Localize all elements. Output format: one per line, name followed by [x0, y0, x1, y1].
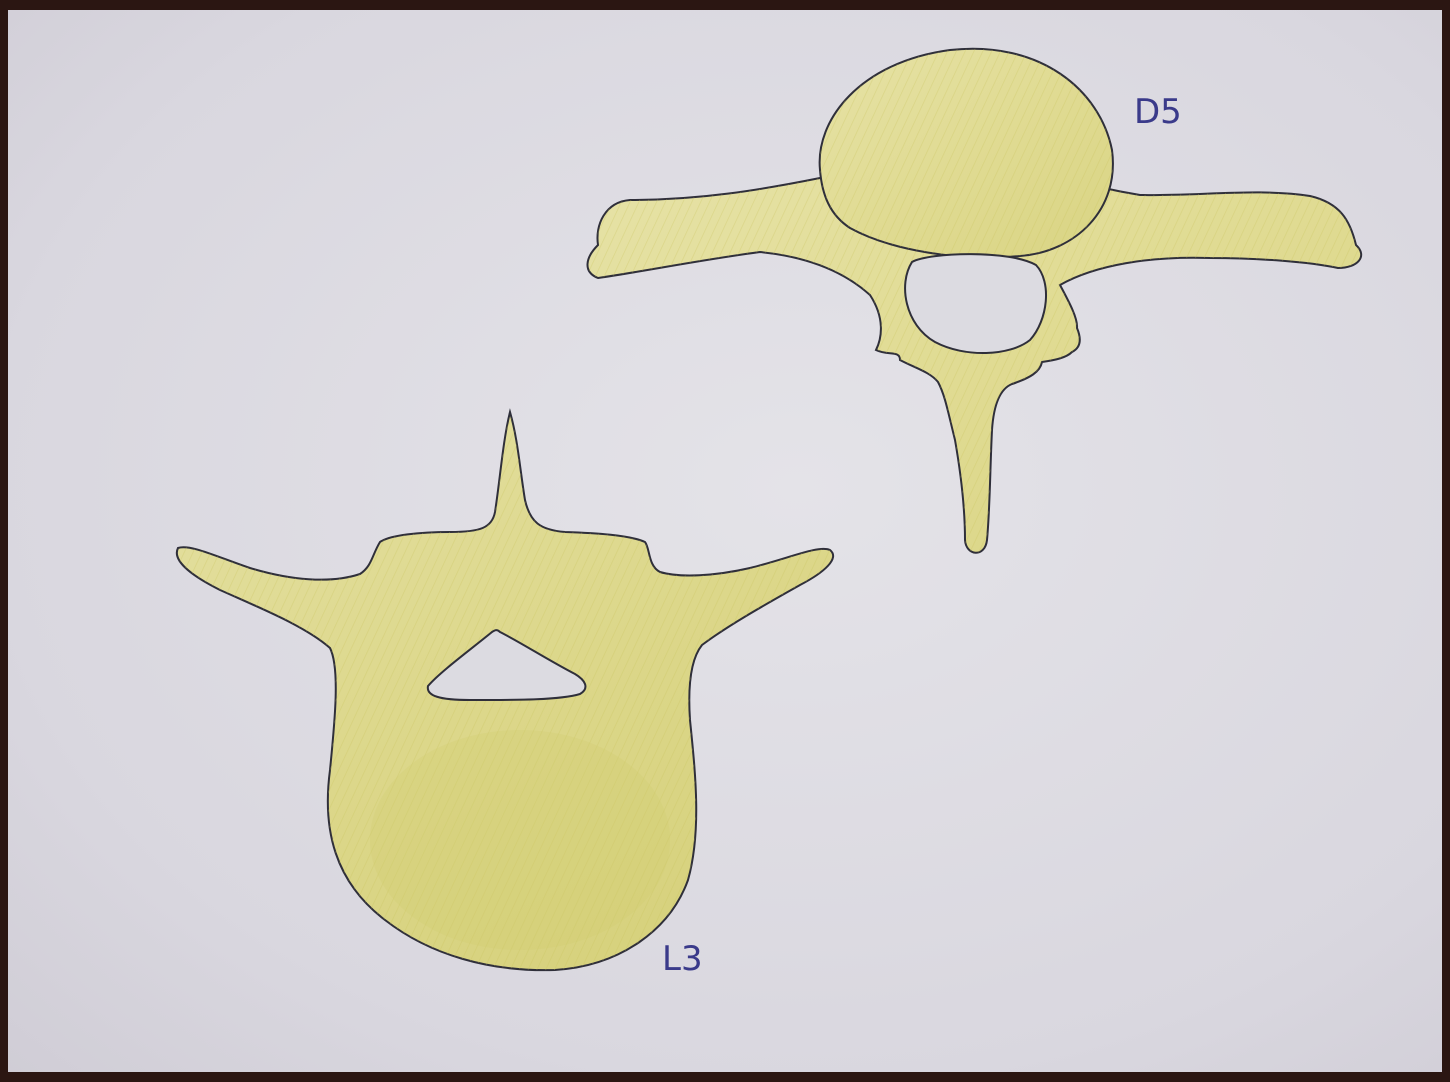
l3-label: L3 [662, 939, 703, 979]
l3-body-shading [370, 730, 670, 950]
d5-label: D5 [1134, 92, 1182, 132]
paper-sheet [8, 10, 1442, 1072]
